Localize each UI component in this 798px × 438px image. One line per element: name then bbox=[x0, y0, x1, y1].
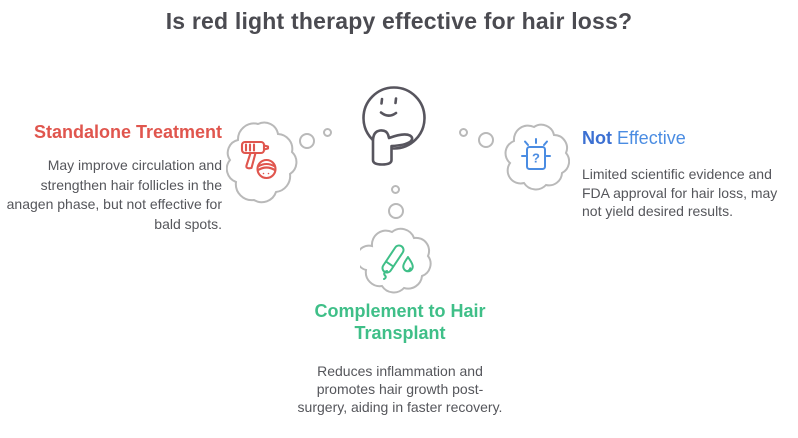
page-title: Is red light therapy effective for hair … bbox=[165, 8, 633, 34]
section-standalone-treatment: Standalone Treatment May improve circula… bbox=[0, 121, 222, 234]
laser-device-icon bbox=[240, 140, 277, 180]
standalone-heading: Standalone Treatment bbox=[33, 122, 222, 142]
section-complement-transplant: Complement to Hair Transplant Reduces in… bbox=[275, 300, 525, 416]
not-effective-heading-rest: Effective bbox=[612, 128, 686, 148]
svg-text:?: ? bbox=[532, 151, 540, 166]
thought-dot-right-small bbox=[459, 128, 468, 137]
not-effective-body: Limited scientific evidence and FDA appr… bbox=[582, 166, 778, 219]
thought-bubble-right: ? bbox=[504, 121, 570, 191]
applicator-drop-icon bbox=[381, 244, 414, 280]
thought-bubble-left bbox=[226, 116, 298, 206]
thought-dot-bottom-small bbox=[391, 185, 400, 194]
standalone-body: May improve circulation and strengthen h… bbox=[6, 157, 222, 232]
question-card-icon: ? bbox=[521, 138, 551, 170]
not-effective-heading: Not Effective bbox=[582, 127, 796, 150]
thought-dot-bottom-large bbox=[388, 203, 404, 219]
not-effective-heading-bold: Not bbox=[582, 128, 612, 148]
thought-dot-right-large bbox=[478, 132, 494, 148]
thought-bubble-bottom bbox=[360, 226, 434, 294]
complement-heading: Complement to Hair Transplant bbox=[314, 301, 486, 343]
thought-dot-left-small bbox=[323, 128, 332, 137]
section-not-effective: Not Effective Limited scientific evidenc… bbox=[582, 127, 796, 221]
thought-dot-left-large bbox=[299, 133, 315, 149]
complement-body: Reduces inflammation and promotes hair g… bbox=[297, 363, 503, 415]
thinking-face-icon bbox=[354, 84, 434, 177]
